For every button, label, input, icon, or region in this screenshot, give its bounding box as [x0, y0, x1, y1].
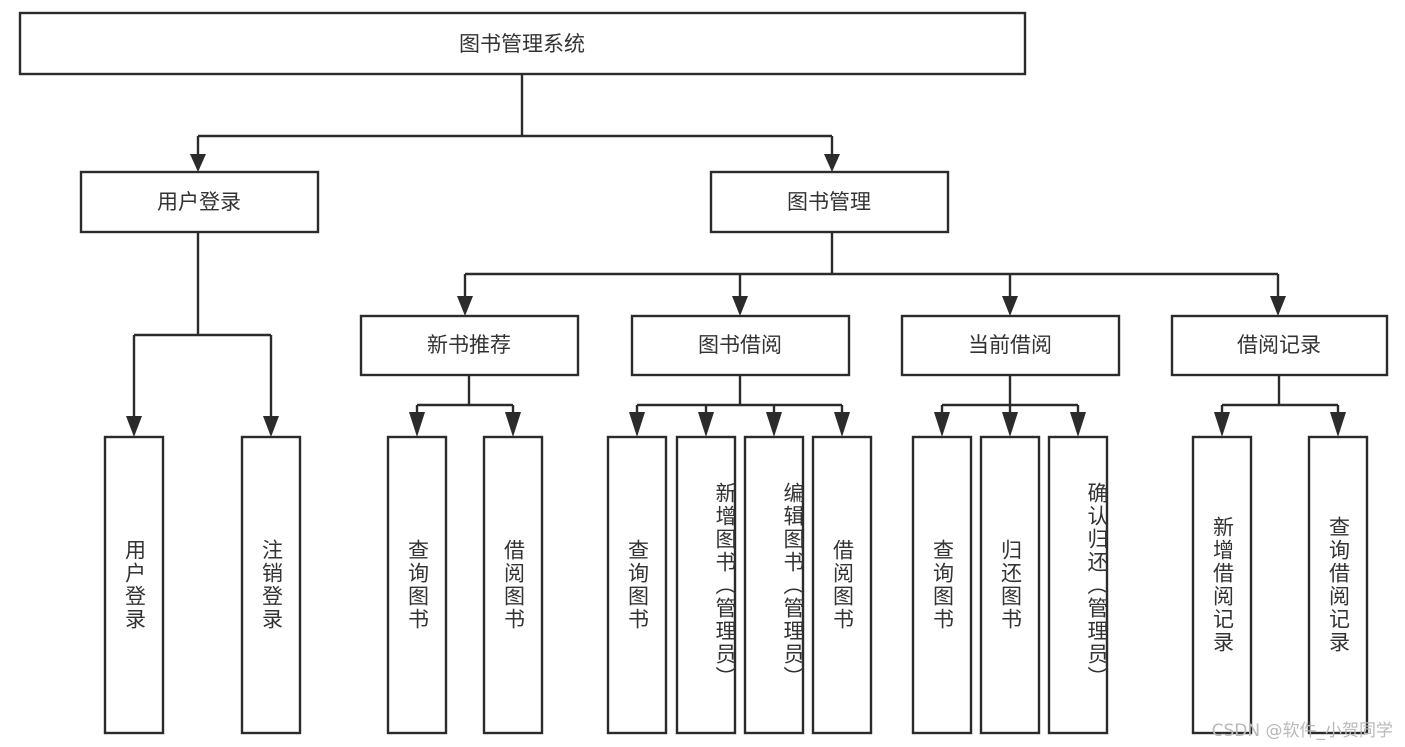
- node-book-borrow-label: 图书借阅: [698, 333, 782, 357]
- leaf-box-group: [103, 435, 1369, 735]
- node-new-book-recommend[interactable]: 新书推荐: [359, 314, 580, 377]
- leaf-box-cb-2[interactable]: [979, 435, 1041, 735]
- arrow-head-leaf-bb-2: [698, 412, 714, 437]
- leaf-box-br-1[interactable]: [1191, 435, 1253, 735]
- node-book-borrow-box[interactable]: [630, 314, 851, 377]
- node-book-manage-box[interactable]: [709, 170, 950, 234]
- connector-group-root: [190, 74, 840, 172]
- watermark-text: CSDN @软件_小贺同学: [1211, 721, 1393, 741]
- node-current-borrow-box[interactable]: [900, 314, 1121, 377]
- arrow-head-leaf-user-login-1: [126, 416, 142, 437]
- arrow-head-book-manage: [824, 154, 840, 172]
- leaf-box-cb-1[interactable]: [911, 435, 973, 735]
- arrow-head-leaf-br-1: [1214, 412, 1230, 437]
- connector-group-borrow-record: [1214, 375, 1346, 437]
- connector-group-new-book-recommend: [409, 375, 521, 437]
- leaf-box-bb-2[interactable]: [675, 435, 737, 735]
- leaf-box-bb-1[interactable]: [606, 435, 668, 735]
- leaf-box-br-2[interactable]: [1307, 435, 1369, 735]
- arrow-head-leaf-user-login-2: [263, 416, 279, 437]
- node-new-book-recommend-box[interactable]: [359, 314, 580, 377]
- leaf-box-bb-3[interactable]: [743, 435, 805, 735]
- node-root-system[interactable]: 图书管理系统: [18, 11, 1027, 76]
- leaf-box-nbr-2[interactable]: [482, 435, 544, 735]
- arrow-head-leaf-br-2: [1330, 412, 1346, 437]
- arrow-head-new-book-recommend: [457, 296, 473, 316]
- leaf-box-user-login-1[interactable]: [103, 435, 165, 735]
- connector-group-user-login: [126, 232, 279, 437]
- connector-group-book-borrow: [629, 375, 850, 437]
- arrow-head-leaf-bb-3: [766, 412, 782, 437]
- node-book-borrow[interactable]: 图书借阅: [630, 314, 851, 377]
- node-book-manage-label: 图书管理: [787, 190, 871, 214]
- node-current-borrow-label: 当前借阅: [968, 333, 1052, 357]
- arrow-head-leaf-nbr-2: [505, 412, 521, 437]
- connector-group-current-borrow: [934, 375, 1086, 437]
- node-user-login-box[interactable]: [79, 170, 320, 234]
- arrow-head-leaf-cb-1: [934, 412, 950, 437]
- arrow-head-current-borrow: [1002, 296, 1018, 316]
- node-user-login[interactable]: 用户登录: [79, 170, 320, 234]
- arrow-head-leaf-cb-2: [1002, 412, 1018, 437]
- node-current-borrow[interactable]: 当前借阅: [900, 314, 1121, 377]
- leaf-box-nbr-1[interactable]: [386, 435, 448, 735]
- arrow-head-leaf-nbr-1: [409, 412, 425, 437]
- node-user-login-label: 用户登录: [157, 190, 241, 214]
- node-root-system-label: 图书管理系统: [459, 32, 585, 56]
- leaf-box-bb-4[interactable]: [811, 435, 873, 735]
- arrow-head-book-borrow: [732, 296, 748, 316]
- arrow-head-leaf-bb-1: [629, 412, 645, 437]
- leaf-box-user-login-2[interactable]: [240, 435, 302, 735]
- node-book-manage[interactable]: 图书管理: [709, 170, 950, 234]
- arrow-head-leaf-bb-4: [834, 412, 850, 437]
- node-new-book-recommend-label: 新书推荐: [427, 333, 511, 357]
- arrow-head-user-login: [190, 154, 206, 172]
- node-borrow-record-label: 借阅记录: [1237, 333, 1321, 357]
- arrow-head-leaf-cb-3: [1070, 412, 1086, 437]
- connector-group-book-manage: [457, 232, 1286, 316]
- node-borrow-record[interactable]: 借阅记录: [1170, 314, 1389, 377]
- node-borrow-record-box[interactable]: [1170, 314, 1389, 377]
- arrow-head-borrow-record: [1270, 296, 1286, 316]
- node-root-system-box[interactable]: [18, 11, 1027, 76]
- leaf-box-cb-3[interactable]: [1047, 435, 1109, 735]
